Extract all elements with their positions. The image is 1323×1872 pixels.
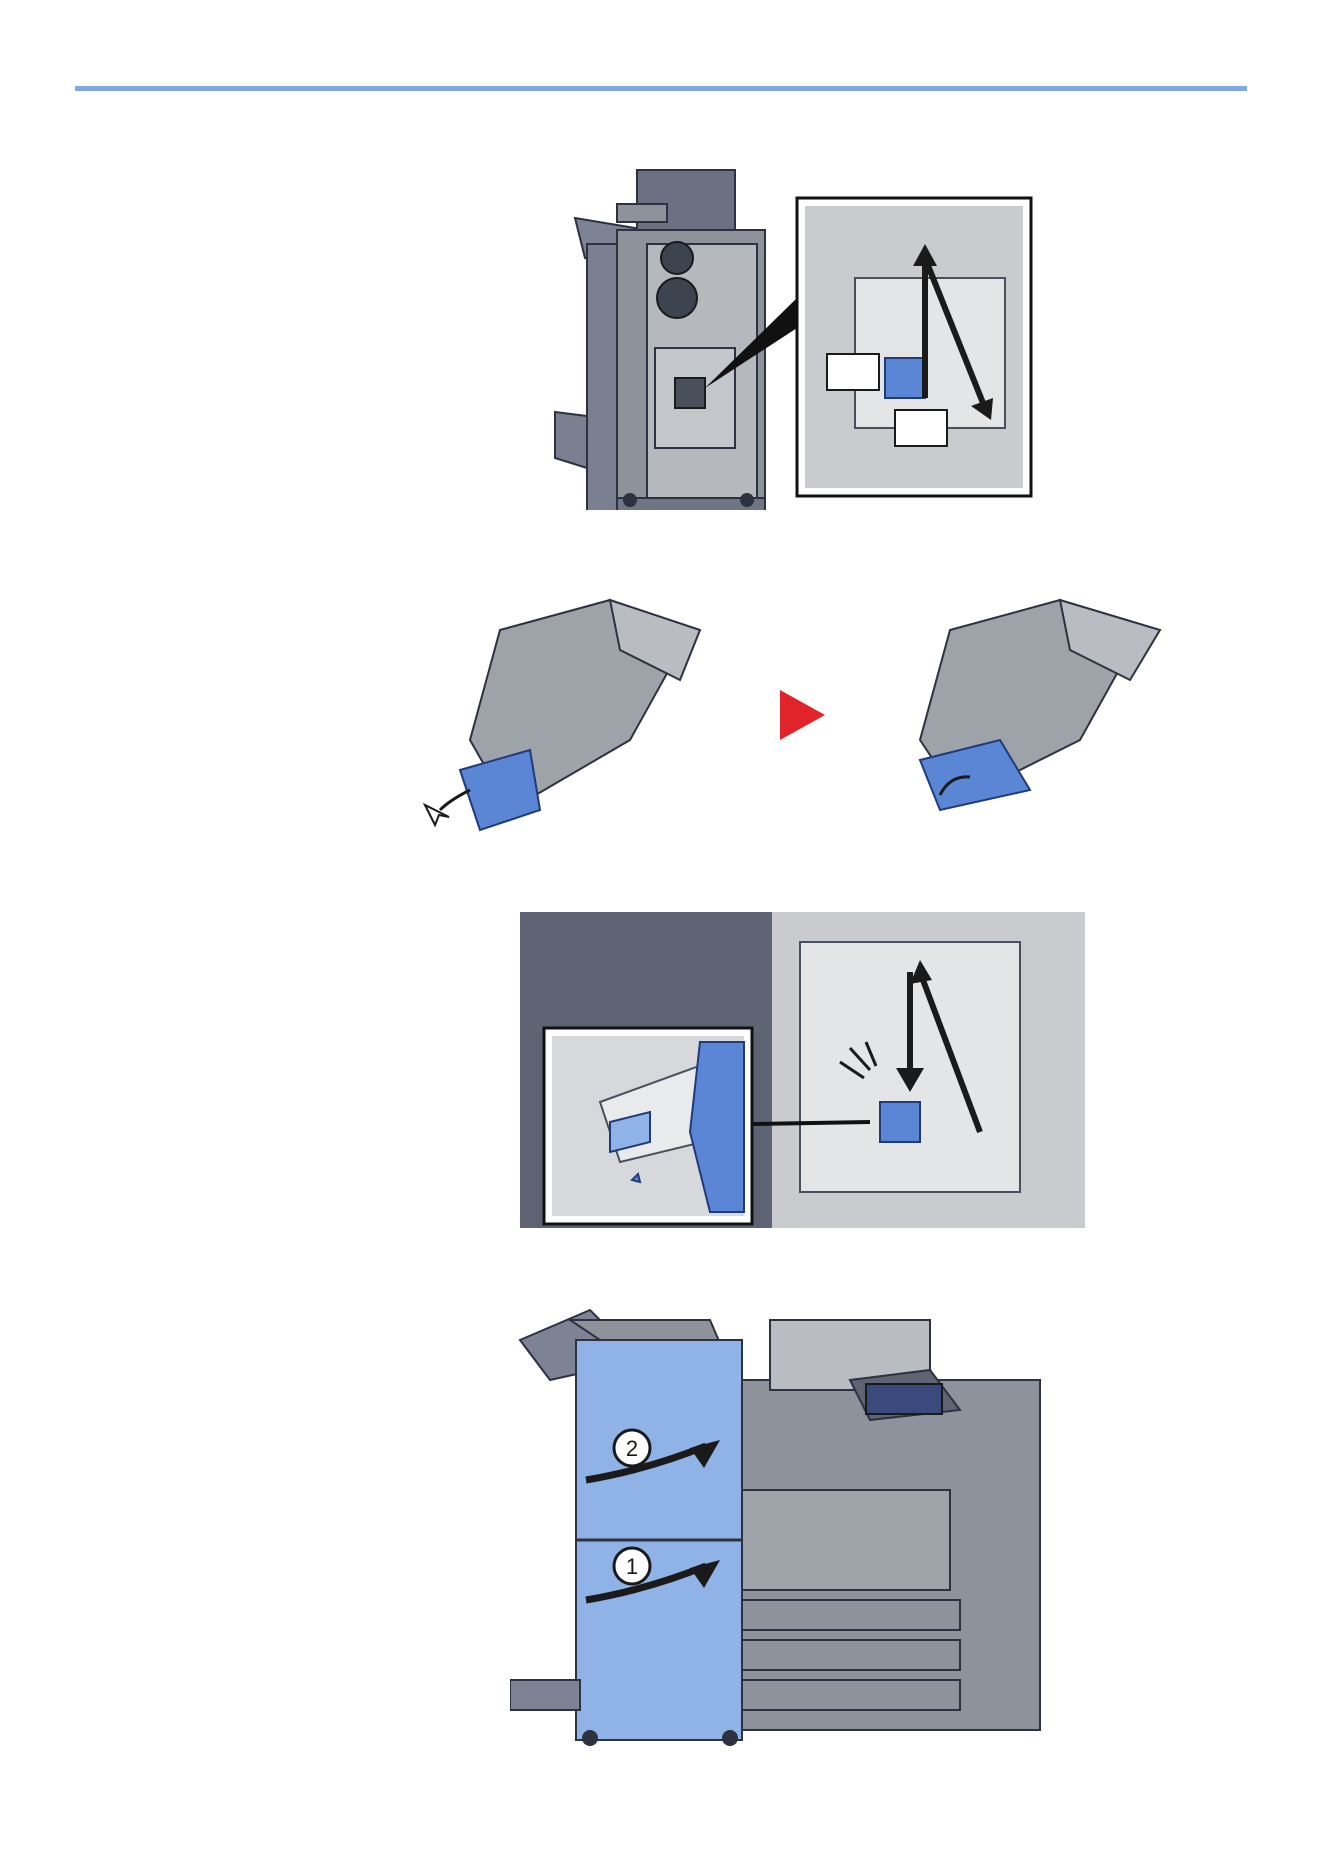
inset-staple-unit (797, 198, 1031, 496)
next-arrow-icon (780, 690, 825, 740)
cartridge-closed (920, 600, 1160, 810)
callout-left (827, 354, 879, 390)
finisher-body (510, 1310, 742, 1746)
control-panel-screen (866, 1384, 942, 1414)
header-rule (75, 86, 1247, 91)
step-number-lower: 1 (626, 1554, 638, 1579)
finisher-unit (555, 170, 765, 510)
inset-cartridge-detail (544, 1028, 752, 1224)
callout-right (895, 410, 947, 446)
step-number-upper: 2 (626, 1436, 638, 1461)
close-covers-illustration: 2 1 (510, 1300, 1065, 1746)
cartridge-sequence-illustration (420, 590, 1190, 836)
cartridge-insert-illustration (520, 912, 1085, 1228)
step-badge-lower: 1 (614, 1548, 650, 1584)
step-badge-upper: 2 (614, 1430, 650, 1466)
hand-cursor-icon (425, 805, 449, 825)
main-printer-body (730, 1320, 1040, 1730)
finisher-overview-illustration (525, 158, 1035, 510)
cartridge-open (425, 600, 700, 830)
